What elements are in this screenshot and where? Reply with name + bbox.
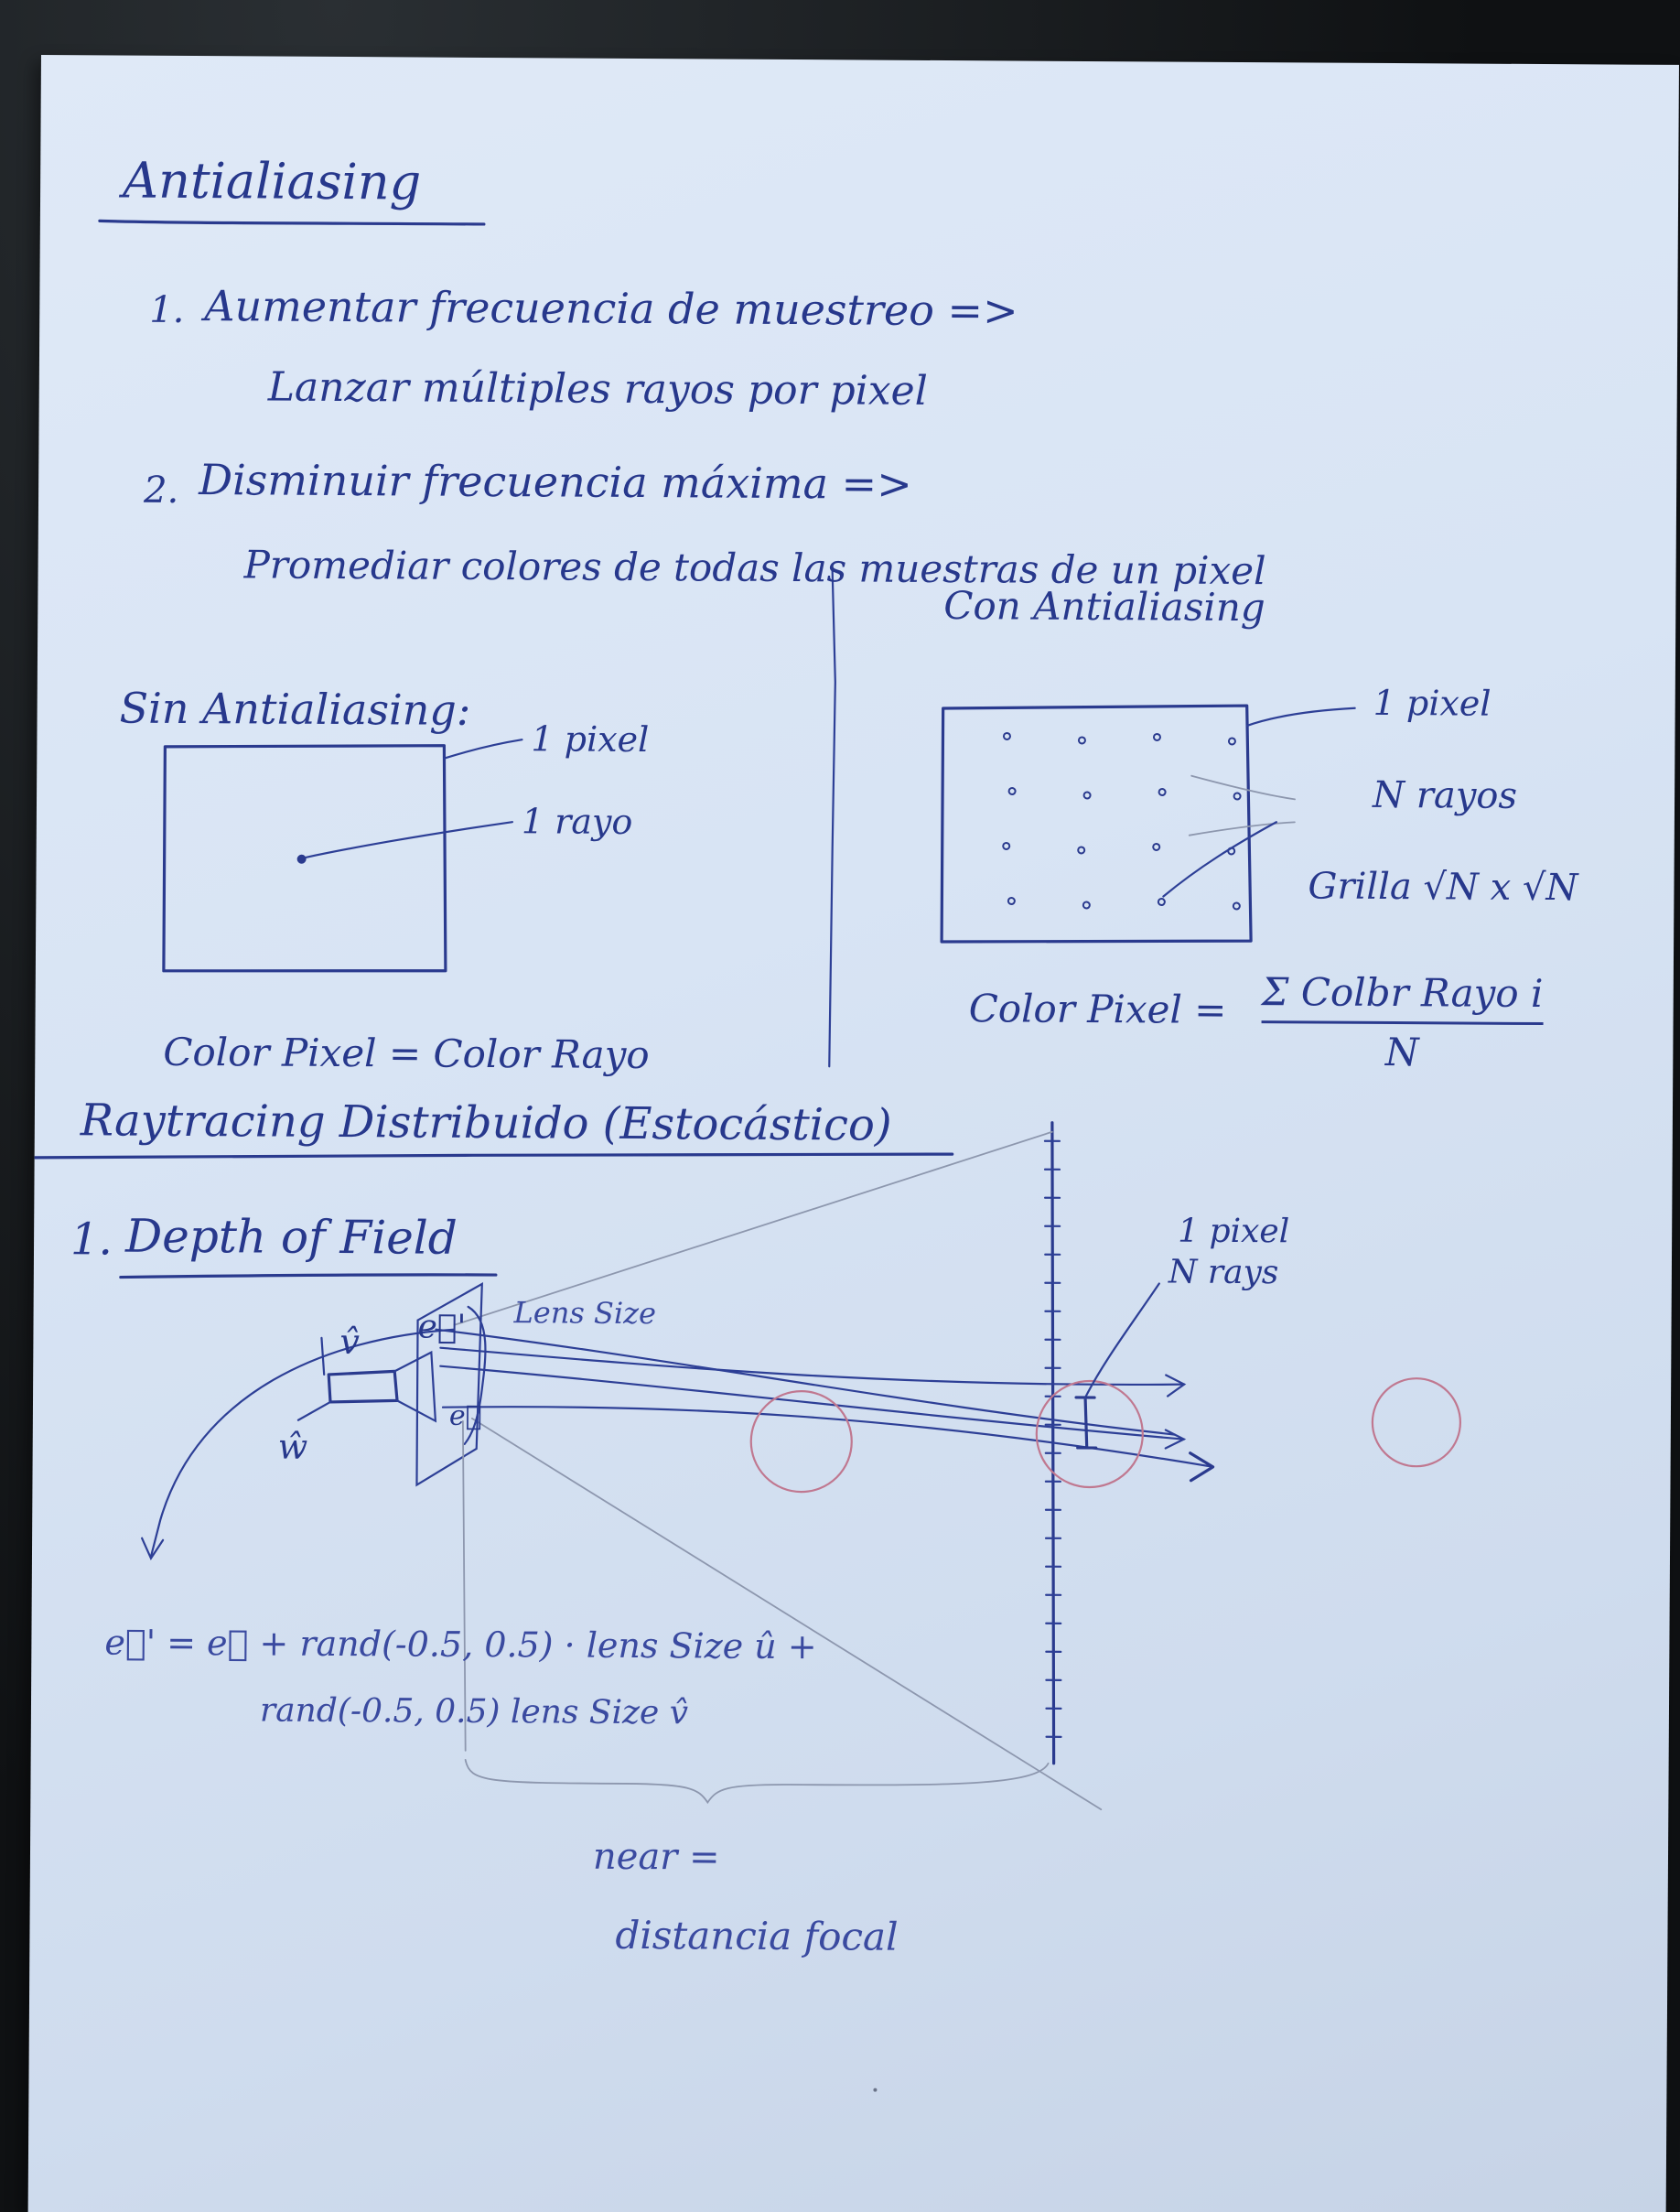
formula-denominator: N [1384, 1029, 1419, 1075]
point-1-number: 1. [149, 288, 185, 331]
sample-dot [1002, 731, 1011, 740]
sample-dot [1152, 732, 1161, 741]
camera-body [327, 1369, 399, 1404]
pixel-box-single [162, 744, 447, 973]
sample-grid [1002, 731, 1242, 911]
section-title-underline [27, 1152, 954, 1160]
column-divider [828, 566, 836, 1068]
subsection-number: 1. [70, 1214, 113, 1266]
rays-pointer-1 [1190, 774, 1296, 801]
ray-line-3 [441, 1406, 1214, 1468]
camera-lens-front [393, 1350, 437, 1423]
axis-v-label: v̂ [339, 1322, 361, 1363]
right-formula-left: Color Pixel = [968, 986, 1227, 1032]
notebook-page: Antialiasing 1. Aumentar frecuencia de m… [27, 55, 1679, 2212]
right-panel-heading: Con Antialiasing [943, 583, 1265, 631]
lens-size-bracket [463, 1305, 487, 1445]
camera-axis-w [296, 1400, 332, 1421]
e-prime-label: e⃗' [417, 1308, 467, 1346]
section-title: Raytracing Distribuido (Estocástico) [80, 1095, 892, 1151]
e-prime-pointer [149, 1328, 456, 1558]
focus-circle-offplane [1371, 1377, 1462, 1468]
e-prime-arrowhead [141, 1537, 165, 1561]
sample-dot [1077, 846, 1086, 855]
left-ray-label: 1 rayo [521, 801, 633, 842]
sample-dot [1233, 792, 1242, 801]
equation-line-2: rand(-0.5, 0.5) lens Size v̂ [259, 1691, 689, 1732]
sample-dot [1007, 896, 1016, 905]
sample-dot [1157, 897, 1166, 906]
sample-dot [1002, 841, 1011, 850]
ray-arrowhead-3 [1189, 1451, 1215, 1483]
focal-distance-tick [461, 1419, 467, 1752]
pencil-dot [873, 2088, 878, 2092]
sample-dot [1152, 842, 1161, 851]
ray-line-1 [439, 1346, 1186, 1387]
point-1-heading: Aumentar frecuencia de muestreo => [204, 281, 1018, 336]
focus-circle-sharp [1035, 1379, 1144, 1489]
subsection-underline [119, 1273, 498, 1279]
lens-plane [415, 1282, 483, 1487]
point-2-heading: Disminuir frecuencia máxima => [199, 455, 912, 509]
ray-arrowhead-1 [1165, 1374, 1187, 1397]
left-formula: Color Pixel = Color Rayo [163, 1029, 650, 1078]
sketch-layer [27, 219, 1462, 2092]
axis-w-label: ŵ [277, 1426, 308, 1467]
formula-fraction-bar [1261, 1020, 1544, 1026]
ray-line-4 [435, 1328, 1176, 1436]
left-pixel-label: 1 pixel [531, 718, 650, 761]
formula-numerator: Σ Colbr Rayo i [1261, 969, 1544, 1017]
sample-dot [1082, 791, 1092, 800]
pixel-box-arrow [443, 739, 523, 760]
dof-rays-label: N rays [1168, 1253, 1279, 1292]
sample-dot [1232, 901, 1241, 911]
sample-dot [1082, 901, 1091, 910]
left-panel-heading: Sin Antialiasing: [119, 683, 471, 735]
rays-pointer-2 [1188, 821, 1296, 836]
right-formula-fraction: Σ Colbr Rayo i N [1261, 969, 1544, 1075]
focal-distance-label: distancia focal [615, 1912, 899, 1959]
page-title: Antialiasing [122, 151, 422, 211]
pixel-label-pointer [1083, 1282, 1160, 1399]
grid-label-pointer [1162, 821, 1278, 898]
view-frustum-upper [453, 1130, 1053, 1326]
near-label: near = [592, 1835, 720, 1879]
point-2-number: 2. [143, 469, 179, 512]
dof-pixel-label: 1 pixel [1178, 1212, 1290, 1251]
right-grid-label: Grilla √N x √N [1308, 865, 1578, 910]
ray-arrowhead-2 [1164, 1429, 1187, 1450]
ray-line-2 [439, 1365, 1185, 1440]
focal-distance-brace [464, 1758, 1050, 1805]
sample-dot [1158, 787, 1167, 796]
point-1-detail: Lanzar múltiples rayos por pixel [267, 363, 928, 415]
ray-pointer [305, 821, 513, 858]
grid-pixel-pointer [1245, 707, 1356, 728]
title-underline [98, 219, 486, 226]
pixel-box-grid [940, 704, 1253, 944]
right-rays-label: N rayos [1372, 773, 1518, 817]
single-sample-dot [296, 854, 307, 864]
sample-dot [1007, 786, 1017, 795]
view-frustum-lower [471, 1418, 1103, 1811]
sample-dot [1227, 737, 1236, 746]
subsection-title: Depth of Field [124, 1209, 458, 1265]
lens-size-label: Lens Size [513, 1295, 657, 1332]
focus-circle-blurred [749, 1390, 853, 1494]
sample-dot [1077, 736, 1086, 745]
right-pixel-label: 1 pixel [1373, 682, 1492, 724]
e-label: e⃗ [448, 1399, 482, 1432]
image-plane-ticks [1043, 1139, 1062, 1738]
equation-line-1: e⃗' = e⃗ + rand(-0.5, 0.5) · lens Size û… [104, 1622, 817, 1667]
